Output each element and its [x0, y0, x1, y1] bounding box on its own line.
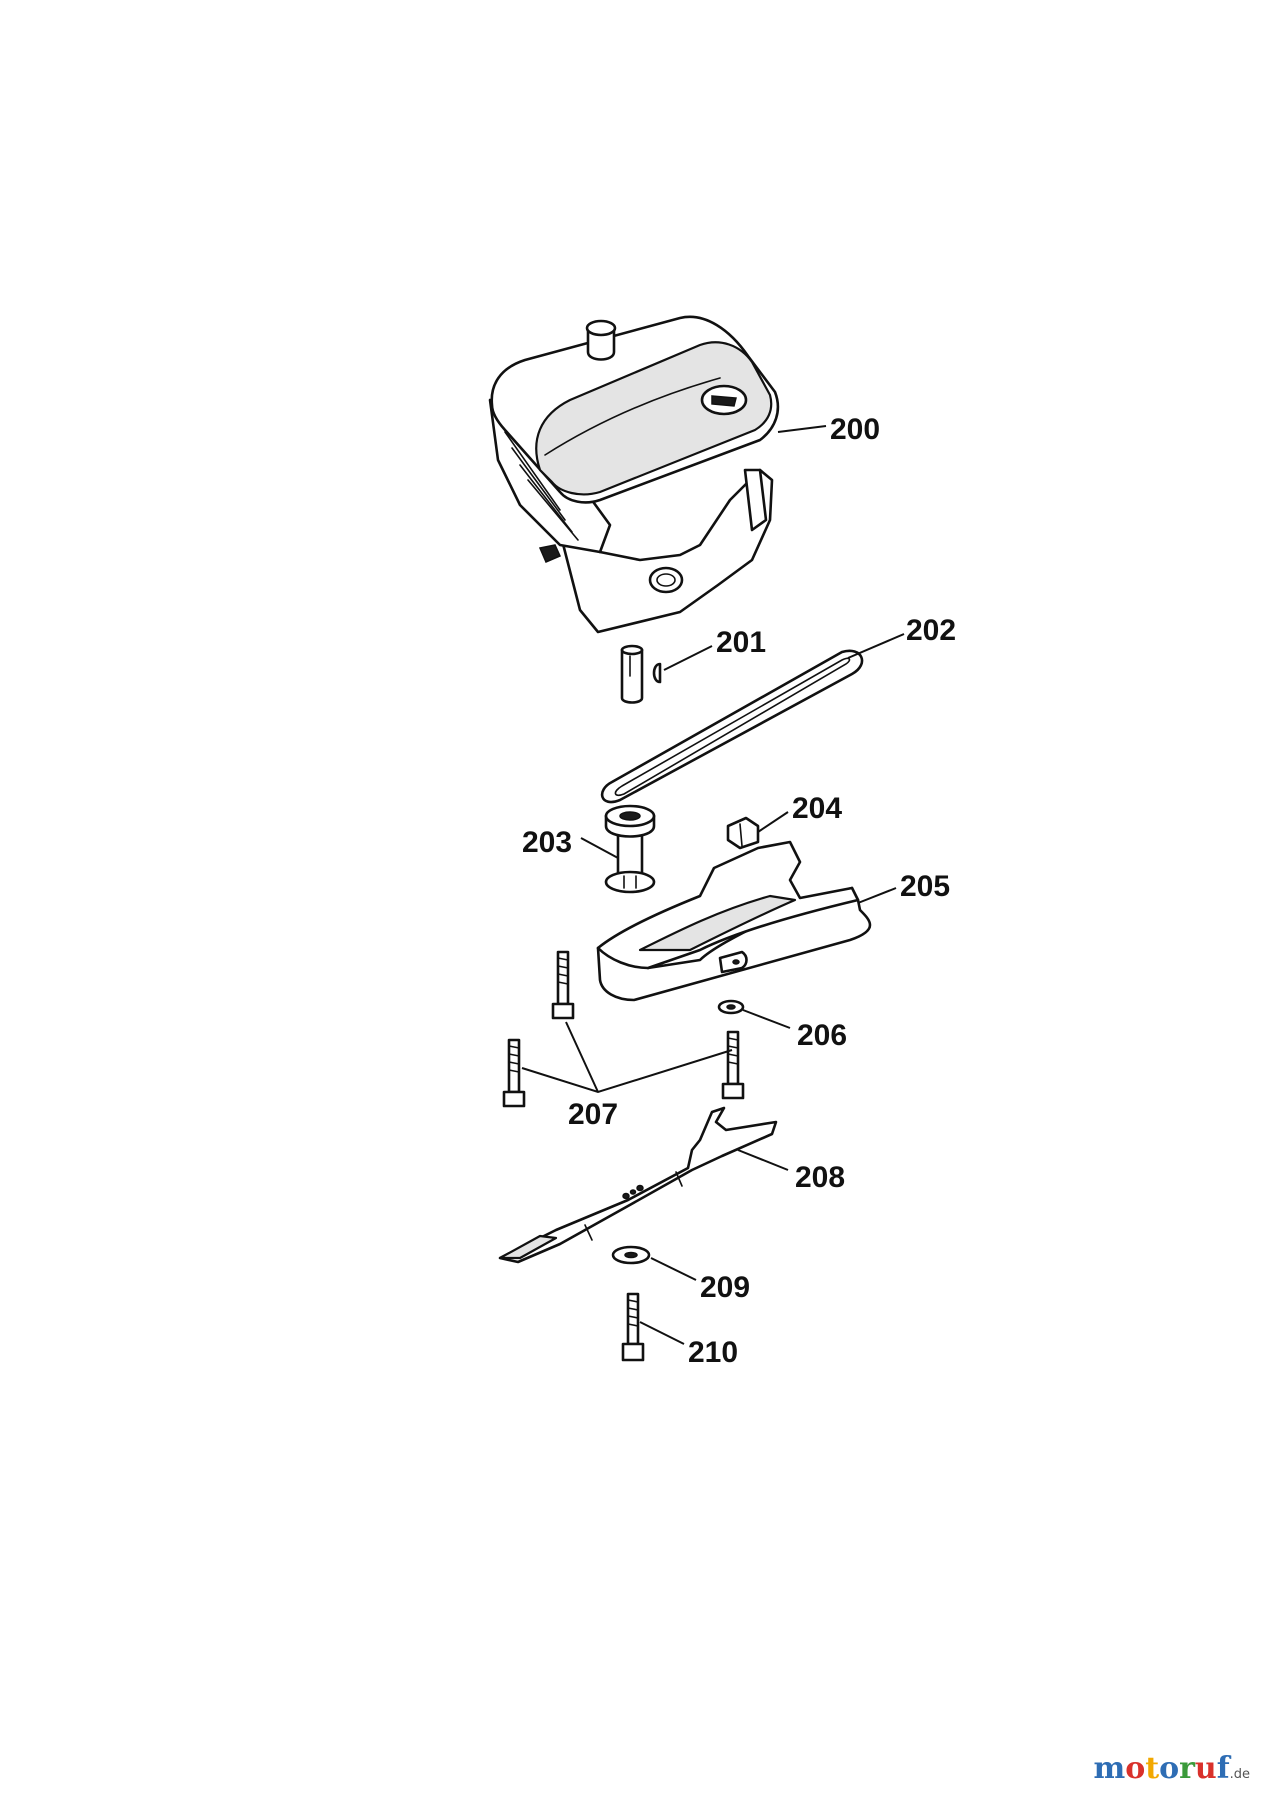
watermark-letter: m	[1093, 1751, 1126, 1786]
watermark-suffix: .de	[1229, 1767, 1250, 1782]
part-203-spacer-hub	[604, 804, 656, 894]
part-200-engine	[488, 315, 780, 634]
label-209: 209	[700, 1271, 750, 1304]
part-208-blade	[498, 1106, 778, 1264]
label-210: 210	[688, 1336, 738, 1369]
part-210-bolt	[621, 1292, 645, 1362]
watermark-letter: o	[1125, 1751, 1146, 1786]
label-204: 204	[792, 792, 842, 825]
label-207: 207	[568, 1098, 618, 1131]
watermark-letter: t	[1145, 1751, 1160, 1786]
label-208: 208	[795, 1161, 845, 1194]
part-206-washer	[717, 999, 745, 1015]
bolt-207-b	[502, 1038, 526, 1108]
label-203: 203	[522, 826, 572, 859]
watermark-letter: o	[1159, 1751, 1180, 1786]
leader-lines	[521, 425, 905, 1345]
part-202-belt	[600, 649, 864, 804]
watermark-letter: r	[1179, 1751, 1195, 1786]
watermark-letter: f	[1216, 1751, 1230, 1786]
label-205: 205	[900, 870, 950, 903]
part-number-labels: 200 201 202 203 204 205 206 207 208 209 …	[522, 413, 956, 1369]
label-201: 201	[716, 626, 766, 659]
part-204-clip	[726, 816, 760, 850]
part-201-key-and-pin	[620, 644, 662, 704]
part-205-belt-guard	[596, 840, 872, 1002]
label-200: 200	[830, 413, 880, 446]
bolt-207-c	[721, 1030, 745, 1100]
label-206: 206	[797, 1019, 847, 1052]
bolt-207-a	[551, 950, 575, 1020]
part-209-washer	[611, 1245, 651, 1265]
label-202: 202	[906, 614, 956, 647]
part-207-bolts	[502, 950, 745, 1108]
motoruf-watermark-logo: motoruf.de	[1093, 1751, 1250, 1786]
watermark-letter: u	[1194, 1751, 1217, 1786]
watermark-letters: motoruf	[1093, 1751, 1229, 1786]
